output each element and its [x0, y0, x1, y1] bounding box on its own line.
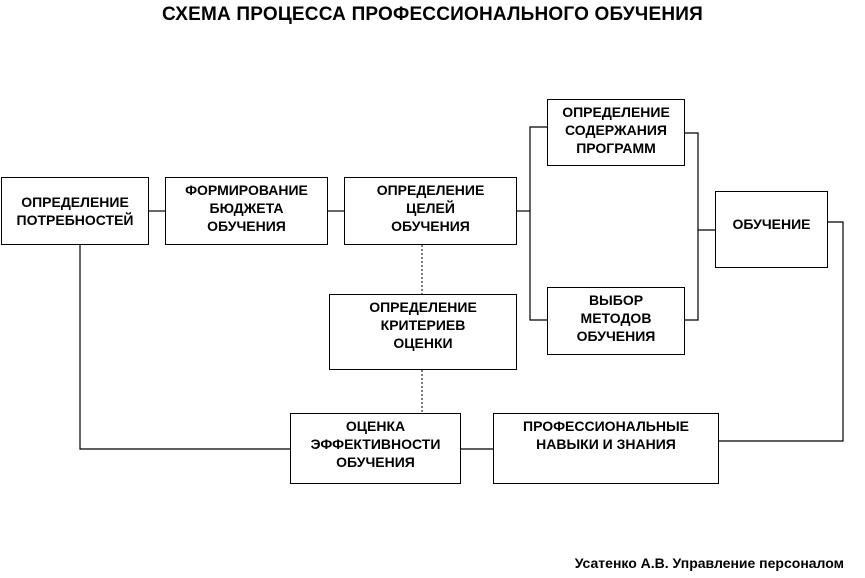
- box-goals-label: ОПРЕДЕЛЕНИЕ ЦЕЛЕЙ ОБУЧЕНИЯ: [376, 182, 485, 234]
- footer-citation: Усатенко А.В. Управление персоналом: [574, 555, 844, 571]
- box-budget: ФОРМИРОВАНИЕ БЮДЖЕТА ОБУЧЕНИЯ: [165, 177, 328, 245]
- box-skills: ПРОФЕССИОНАЛЬНЫЕ НАВЫКИ И ЗНАНИЯ: [493, 413, 719, 484]
- box-training: ОБУЧЕНИЕ: [715, 191, 828, 268]
- connector-fork-methods: [529, 211, 547, 321]
- box-content: ОПРЕДЕЛЕНИЕ СОДЕРЖАНИЯ ПРОГРАММ: [547, 99, 685, 166]
- box-skills-label: ПРОФЕССИОНАЛЬНЫЕ НАВЫКИ И ЗНАНИЯ: [523, 418, 689, 452]
- box-content-label: ОПРЕДЕЛЕНИЕ СОДЕРЖАНИЯ ПРОГРАММ: [562, 104, 670, 156]
- box-needs: ОПРЕДЕЛЕНИЕ ПОТРЕБНОСТЕЙ: [1, 177, 149, 245]
- box-evaluation: ОЦЕНКА ЭФФЕКТИВНОСТИ ОБУЧЕНИЯ: [290, 413, 461, 484]
- box-criteria-label: ОПРЕДЕЛЕНИЕ КРИТЕРИЕВ ОЦЕНКИ: [369, 299, 477, 351]
- box-goals: ОПРЕДЕЛЕНИЕ ЦЕЛЕЙ ОБУЧЕНИЯ: [344, 177, 517, 245]
- connector-training-skills: [719, 221, 844, 442]
- box-budget-label: ФОРМИРОВАНИЕ БЮДЖЕТА ОБУЧЕНИЯ: [185, 182, 308, 234]
- box-criteria: ОПРЕДЕЛЕНИЕ КРИТЕРИЕВ ОЦЕНКИ: [329, 294, 517, 370]
- connector-fork-content: [529, 126, 547, 211]
- box-training-label: ОБУЧЕНИЕ: [732, 215, 811, 232]
- box-evaluation-label: ОЦЕНКА ЭФФЕКТИВНОСТИ ОБУЧЕНИЯ: [310, 418, 441, 470]
- box-methods: ВЫБОР МЕТОДОВ ОБУЧЕНИЯ: [547, 287, 685, 355]
- box-needs-label: ОПРЕДЕЛЕНИЕ ПОТРЕБНОСТЕЙ: [16, 194, 134, 228]
- connector-content-join: [685, 132, 715, 231]
- connector-evaluation-needs: [79, 245, 290, 450]
- connector-methods-join: [685, 230, 699, 321]
- diagram-title: СХЕМА ПРОЦЕССА ПРОФЕССИОНАЛЬНОГО ОБУЧЕНИ…: [162, 4, 703, 25]
- box-methods-label: ВЫБОР МЕТОДОВ ОБУЧЕНИЯ: [576, 292, 656, 344]
